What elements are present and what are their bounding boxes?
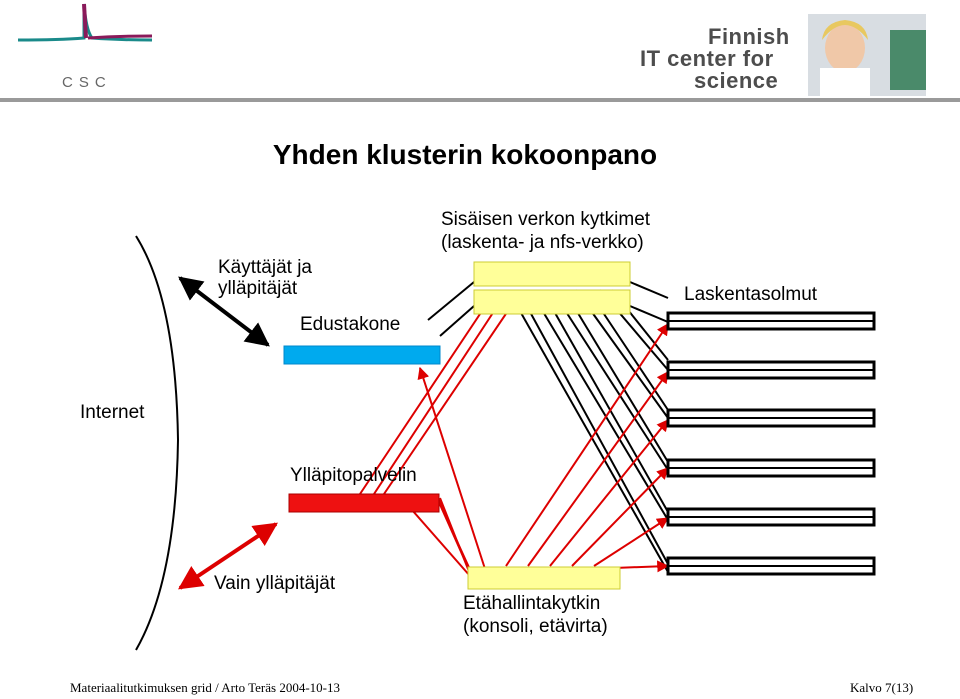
- compute-node: [666, 458, 876, 478]
- admins-only-label: Vain ylläpitäjät: [214, 573, 336, 594]
- csc-logo: [17, 3, 153, 42]
- compute-node: [666, 311, 876, 331]
- compute-nodes: [666, 311, 876, 576]
- header-rule: [0, 98, 960, 102]
- remote-node-arrows: [505, 323, 670, 573]
- switch-box-1: [473, 261, 631, 287]
- frontend-switch-link-1: [427, 281, 475, 321]
- remote-mgmt-label-line-2: (konsoli, etävirta): [463, 616, 608, 637]
- org-name-line-2: IT center for: [640, 46, 774, 71]
- frontend-label: Edustakone: [300, 314, 401, 335]
- switch-node-link: [629, 305, 669, 323]
- users-frontend-arrow: [178, 276, 270, 347]
- frontend-box: [283, 345, 441, 365]
- switch-box-2: [473, 289, 631, 315]
- remote-mgmt-label-line-1: Etähallintakytkin: [463, 593, 601, 614]
- org-name-line-3: science: [694, 68, 779, 93]
- users-label-line-2: ylläpitäjät: [218, 278, 298, 299]
- org-name-line-1: Finnish: [708, 24, 790, 49]
- admins-arrow: [178, 522, 278, 590]
- switch-fan-lines: [507, 289, 669, 573]
- internet-brace: [135, 235, 180, 651]
- switches-label-line-1: Sisäisen verkon kytkimet: [441, 209, 651, 230]
- switch-node-link: [629, 281, 669, 299]
- red-admin-lines: [359, 295, 519, 577]
- admin-server-label: Ylläpitopalvelin: [290, 465, 417, 486]
- switches-label-line-2: (laskenta- ja nfs-verkko): [441, 232, 644, 253]
- compute-node: [666, 360, 876, 380]
- admin-server-box: [288, 493, 440, 513]
- remote-switch-box: [467, 566, 621, 590]
- compute-node: [666, 507, 876, 527]
- csc-logo-text: CSC: [62, 74, 112, 91]
- compute-node: [666, 556, 876, 576]
- internet-label: Internet: [80, 402, 145, 423]
- footer-left: Materiaalitutkimuksen grid / Arto Teräs …: [70, 680, 340, 695]
- compute-nodes-label: Laskentasolmut: [684, 284, 818, 305]
- remote-frontend-arrow: [417, 366, 487, 573]
- compute-node: [666, 408, 876, 428]
- frontend-switch-link-2: [439, 305, 475, 337]
- slide-title: Yhden klusterin kokoonpano: [272, 139, 658, 170]
- users-label-line-1: Käyttäjät ja: [218, 257, 312, 278]
- footer-right: Kalvo 7(13): [850, 680, 914, 695]
- person-photo: [808, 14, 926, 96]
